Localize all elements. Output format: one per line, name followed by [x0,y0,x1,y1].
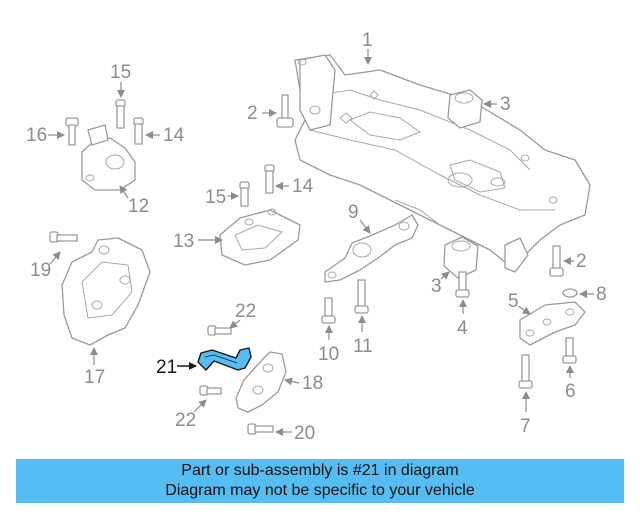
leader-line-12 [119,185,129,199]
callout-label-22-upper: 22 [235,301,256,322]
callout-label-10: 10 [318,344,339,365]
callout-label-1: 1 [362,30,373,51]
bolt-part-4 [455,271,470,298]
bolt-part-19 [49,231,78,243]
callout-label-20: 20 [294,423,315,444]
bolt-part-22-lower [199,385,222,396]
callout-label-11: 11 [353,336,373,357]
highlighted-bracket-part-21 [197,347,252,371]
callout-label-3-lower: 3 [431,276,442,297]
engine-mount-part-12 [81,124,136,191]
bracket-part-5 [519,301,586,346]
leader-line-22-lower [193,399,207,413]
callout-label-21: 21 [156,357,177,378]
bolt-part-15-lower [239,181,250,207]
bolt-part-14-lower [264,164,275,194]
bracket-part-17 [61,237,151,346]
callout-label-2-right: 2 [576,251,587,272]
bolt-part-11 [354,279,369,314]
mount-part-13 [219,208,301,266]
callout-label-13: 13 [173,231,194,252]
callout-label-14-upper: 14 [163,125,185,146]
bolt-part-22-upper [207,325,232,336]
callout-label-8: 8 [596,284,607,305]
callout-label-5: 5 [508,291,519,312]
bolt-part-10 [321,297,336,324]
callout-label-7: 7 [520,416,531,437]
leader-line-3-lower [440,271,450,280]
nut-part-8 [562,288,578,298]
bolt-part-14-upper [133,117,144,145]
torque-rod-part-9 [324,214,419,283]
subframe-part-1 [294,54,591,273]
bolt-part-2-right [549,245,564,277]
bushing-part-3-upper [447,89,483,129]
leader-line-9 [359,219,371,234]
callout-label-2-upper: 2 [247,103,258,124]
callout-label-15-lower: 15 [205,187,226,208]
callout-label-12: 12 [128,196,149,217]
bracket-part-18 [235,351,287,413]
leader-line-22-upper [229,319,241,329]
info-banner: Part or sub-assembly is #21 in diagram D… [16,459,624,503]
callout-label-19: 19 [30,260,51,281]
callout-label-16: 16 [26,125,47,146]
bolt-part-16 [65,117,79,146]
callout-label-17: 17 [84,367,105,388]
callout-label-4: 4 [457,318,468,339]
bolt-part-20 [247,423,274,435]
bolt-part-7 [518,354,533,389]
leader-line-5 [517,305,531,315]
callout-label-22-lower: 22 [175,410,196,431]
callout-label-3-upper: 3 [500,94,511,115]
callout-label-14-lower: 14 [292,176,314,197]
banner-disclaimer-text: Diagram may not be specific to your vehi… [165,482,475,499]
leader-line-18 [284,377,300,386]
bolt-part-6 [562,337,577,364]
parts-diagram: 1 2 3 3 4 2 5 8 [26,30,607,444]
callout-label-6: 6 [565,381,576,402]
callout-label-9: 9 [348,202,359,223]
bolt-part-15-upper [115,99,126,129]
bolt-part-2-upper [276,94,294,128]
bushing-part-3-lower [443,236,479,279]
leader-line-19 [49,251,61,265]
callout-label-15-upper: 15 [110,62,131,83]
callout-label-18: 18 [302,373,323,394]
banner-part-text: Part or sub-assembly is #21 in diagram [181,462,459,479]
